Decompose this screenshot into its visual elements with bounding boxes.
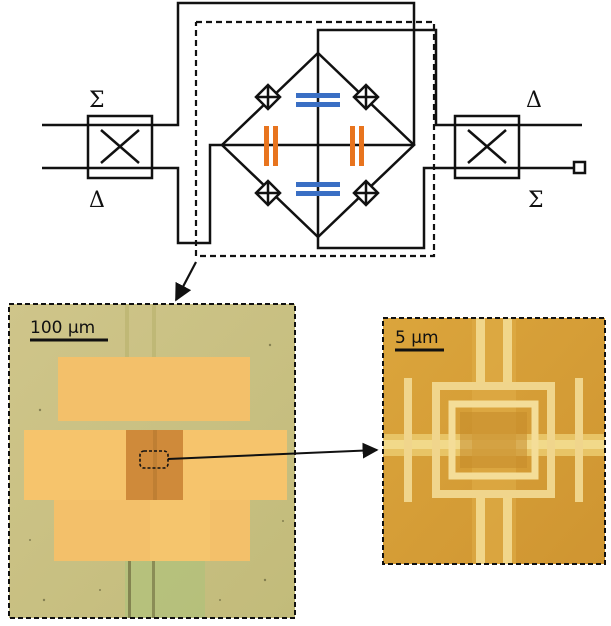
top-feed-line [316,28,455,127]
junction-top-right [352,83,380,111]
left-coupler-bottom-output [152,143,222,245]
zoom-arrow-to-junction [167,442,379,460]
left-coupler-top-output [152,1,416,145]
right-coupler-bottom-label: Σ [528,188,544,213]
metal-pad-top [58,357,250,421]
capacitor-right [350,126,364,166]
scale-label-large: 100 µm [30,318,95,338]
left-coupler-top-label: Σ [89,88,105,113]
circuit-schematic [42,1,587,258]
chip-micrograph: 100 µm [8,303,296,619]
zoom-region-marker [139,450,169,469]
dashed-chip-outline [194,20,436,258]
right-coupler-top-label: Δ [526,88,542,113]
capacitor-bottom [296,182,340,196]
capacitor-top [296,93,340,107]
junction-bottom-right [352,179,380,207]
metal-pad-left [24,430,126,500]
junction-top-left [254,83,282,111]
capacitors [264,93,364,196]
right-hybrid-coupler [453,114,521,180]
zoom-arrow-to-chip [175,261,197,302]
bridge-diamond [220,51,416,239]
left-coupler-bottom-label: Δ [89,188,105,213]
termination-port [572,160,587,175]
capacitor-left [264,126,278,166]
left-hybrid-coupler [86,114,154,180]
junction-zoom-micrograph: 5 µm [382,317,606,565]
junction-bottom-left [254,179,282,207]
metal-pad-right [183,430,287,500]
scale-label-zoom: 5 µm [395,328,439,348]
